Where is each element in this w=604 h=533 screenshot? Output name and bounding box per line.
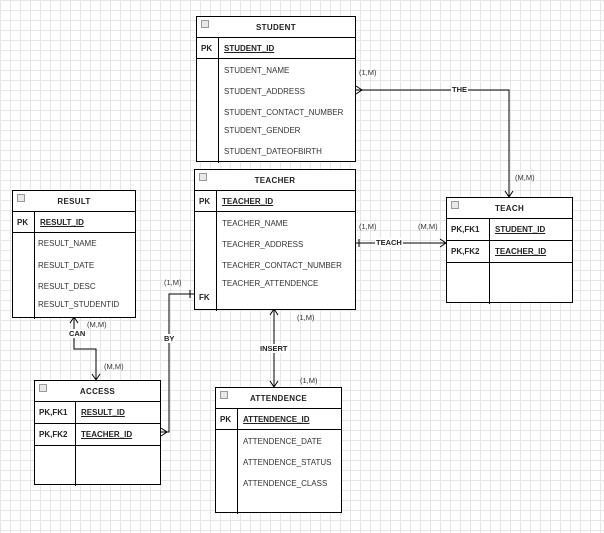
attr-result-date: RESULT_DATE [38, 261, 95, 270]
cardinality-teach-teacher: (M,M) [418, 222, 438, 231]
table-icon [220, 391, 228, 399]
attr-student-gender: STUDENT_GENDER [224, 126, 301, 135]
crowfoot-access-right [160, 427, 168, 437]
access-key-row-1: PK,FK1 RESULT_ID [35, 402, 160, 424]
entity-teach-title: TEACH [494, 203, 525, 213]
attr-attendence-date: ATTENDENCE_DATE [243, 437, 322, 446]
pk-label: PK [216, 409, 238, 429]
edge-teacher-access [161, 293, 194, 433]
cardinality-teacher-teach: (1,M) [359, 222, 377, 231]
attr-teacher-attendence: TEACHER_ATTENDENCE [222, 279, 319, 288]
cardinality-teacher-by: (1,M) [164, 278, 182, 287]
teach-empty-body [447, 263, 572, 304]
attr-teacher-name: TEACHER_NAME [222, 219, 288, 228]
entity-result-body: RESULT_NAME RESULT_DATE RESULT_DESC RESU… [13, 233, 135, 319]
entity-result[interactable]: RESULT PK RESULT_ID RESULT_NAME RESULT_D… [12, 190, 136, 319]
key-label: PK,FK1 [447, 219, 490, 240]
attr-student-dateofbirth: STUDENT_DATEOFBIRTH [224, 147, 322, 156]
cardinality-result-can: (M,M) [87, 320, 107, 329]
attr-attendence-class: ATTENDENCE_CLASS [243, 479, 328, 488]
attr-attendence-status: ATTENDENCE_STATUS [243, 458, 332, 467]
result-id-field: RESULT_ID [40, 217, 84, 227]
key-label: PK,FK1 [35, 402, 76, 423]
pk-label: PK [197, 38, 219, 58]
key-label: PK,FK2 [35, 424, 76, 445]
table-icon [17, 194, 25, 202]
entity-attendence-body: ATTENDENCE_DATE ATTENDENCE_STATUS ATTEND… [216, 430, 341, 514]
cardinality-teacher-insert: (1,M) [297, 313, 315, 322]
fk-label: FK [199, 293, 210, 302]
pk-label: PK [195, 191, 217, 211]
relationship-by: BY [163, 334, 176, 343]
table-icon [199, 173, 207, 181]
entity-teacher-header: TEACHER [195, 170, 355, 191]
attr-student-name: STUDENT_NAME [224, 66, 290, 75]
table-icon [451, 201, 459, 209]
attr-result-name: RESULT_NAME [38, 239, 97, 248]
relationship-teach: TEACH [375, 238, 403, 247]
entity-attendence[interactable]: ATTENDENCE PK ATTENDENCE_ID ATTENDENCE_D… [215, 387, 342, 514]
attr-student-contact-number: STUDENT_CONTACT_NUMBER [224, 108, 344, 117]
cardinality-student-the: (1,M) [359, 68, 377, 77]
pk-label: PK [13, 212, 35, 232]
entity-student-body: STUDENT_NAME STUDENT_ADDRESS STUDENT_CON… [197, 59, 355, 163]
entity-teacher-pk-row: PK TEACHER_ID [195, 191, 355, 212]
entity-teach-header: TEACH [447, 198, 572, 219]
attr-teacher-address: TEACHER_ADDRESS [222, 240, 304, 249]
entity-student-header: STUDENT [197, 17, 355, 38]
entity-teacher-title: TEACHER [254, 175, 296, 185]
access-empty-body [35, 446, 160, 486]
entity-student-title: STUDENT [256, 22, 296, 32]
attr-student-address: STUDENT_ADDRESS [224, 87, 305, 96]
teacher-id-field: TEACHER_ID [222, 196, 274, 206]
crowfoot-student-end [355, 85, 363, 95]
entity-attendence-title: ATTENDENCE [249, 393, 308, 403]
attr-result-desc: RESULT_DESC [38, 282, 96, 291]
entity-student-pk-row: PK STUDENT_ID [197, 38, 355, 59]
entity-access[interactable]: ACCESS PK,FK1 RESULT_ID PK,FK2 TEACHER_I… [34, 380, 161, 486]
entity-attendence-header: ATTENDENCE [216, 388, 341, 409]
teach-student-id-field: STUDENT_ID [495, 225, 546, 234]
entity-teacher-body: TEACHER_NAME TEACHER_ADDRESS TEACHER_CON… [195, 212, 355, 311]
relationship-can: CAN [68, 329, 87, 338]
table-icon [201, 20, 209, 28]
entity-attendence-pk-row: PK ATTENDENCE_ID [216, 409, 341, 430]
entity-result-pk-row: PK RESULT_ID [13, 212, 135, 233]
edge-student-teach [356, 89, 510, 197]
entity-result-title: RESULT [57, 196, 91, 206]
relationship-insert: INSERT [259, 344, 289, 353]
entity-access-title: ACCESS [79, 386, 116, 396]
access-key-row-2: PK,FK2 TEACHER_ID [35, 424, 160, 446]
teach-key-row-2: PK,FK2 TEACHER_ID [447, 241, 572, 263]
entity-teach[interactable]: TEACH PK,FK1 STUDENT_ID PK,FK2 TEACHER_I… [446, 197, 573, 304]
access-teacher-id-field: TEACHER_ID [81, 430, 133, 439]
attr-result-studentid: RESULT_STUDENTID [38, 300, 120, 309]
entity-student[interactable]: STUDENT PK STUDENT_ID STUDENT_NAME STUDE… [196, 16, 356, 163]
teach-teacher-id-field: TEACHER_ID [495, 247, 547, 256]
attr-teacher-contact-number: TEACHER_CONTACT_NUMBER [222, 261, 342, 270]
key-label: PK,FK2 [447, 241, 490, 262]
cardinality-access-can: (M,M) [104, 362, 124, 371]
access-result-id-field: RESULT_ID [81, 408, 125, 417]
cardinality-attendence-insert: (1,M) [300, 376, 318, 385]
teach-key-row-1: PK,FK1 STUDENT_ID [447, 219, 572, 241]
student-id-field: STUDENT_ID [224, 43, 275, 53]
entity-teacher[interactable]: TEACHER PK TEACHER_ID TEACHER_NAME TEACH… [194, 169, 356, 311]
cardinality-teach-the: (M,M) [515, 173, 535, 182]
entity-access-header: ACCESS [35, 381, 160, 402]
attendence-id-field: ATTENDENCE_ID [243, 414, 310, 424]
relationship-the: THE [451, 85, 468, 94]
table-icon [39, 384, 47, 392]
entity-result-header: RESULT [13, 191, 135, 212]
